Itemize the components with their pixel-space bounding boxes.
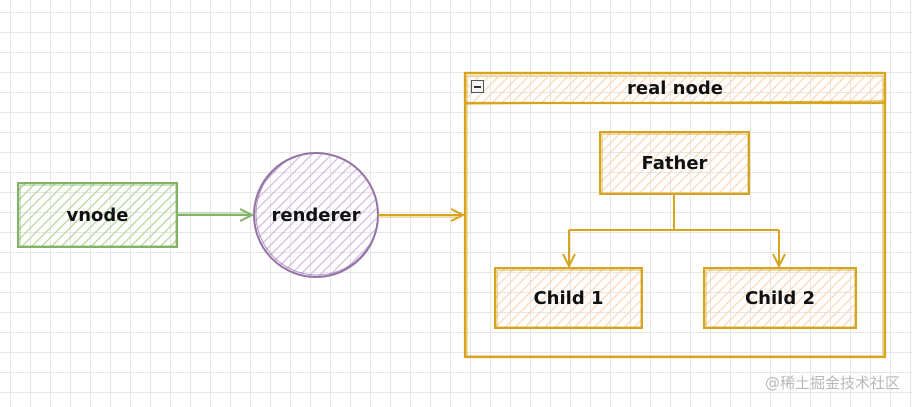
real-node-container [463, 71, 887, 359]
child1-label: Child 1 [533, 287, 604, 309]
child2-node [703, 267, 857, 329]
child2-label: Child 2 [744, 287, 816, 309]
vnode-node [17, 182, 178, 248]
edge-father-children [562, 194, 786, 269]
edge-vnode-renderer [177, 208, 255, 222]
edge-renderer-realnode [378, 208, 466, 222]
renderer-label: renderer [271, 204, 361, 226]
father-label: Father [641, 152, 708, 174]
collapse-minus-icon[interactable] [471, 80, 484, 93]
real-node-header [463, 71, 887, 105]
child1-node [494, 267, 643, 329]
father-node [599, 131, 750, 195]
vnode-label: vnode [66, 204, 129, 226]
real-node-title: real node [627, 77, 723, 99]
watermark-text: @稀土掘金技术社区 [764, 374, 900, 392]
